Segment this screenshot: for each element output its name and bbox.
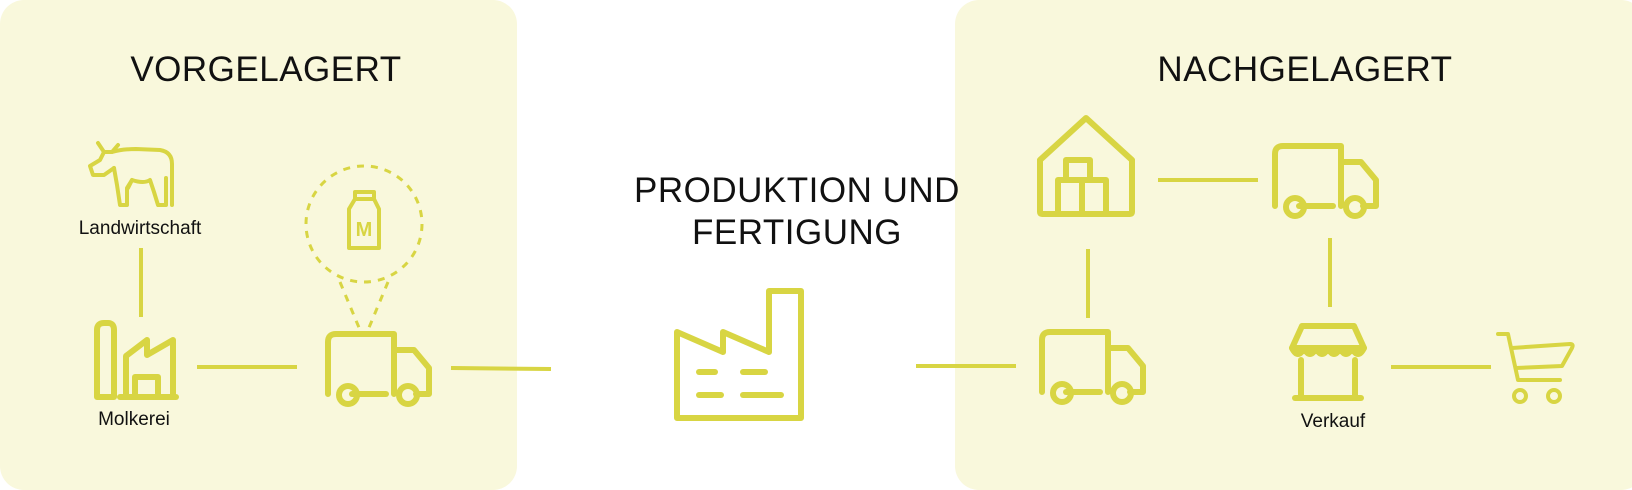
delivery-truck-icon [325,331,432,407]
factory-icon [674,288,804,421]
warehouse-icon [1037,115,1135,217]
heading-production-line1: PRODUKTION UND [634,171,960,210]
heading-production-line2: FERTIGUNG [692,213,902,252]
cow-icon [88,141,174,207]
connector-truck-production [450,365,552,372]
milk-can-icon: M [304,164,424,331]
dairy-factory-icon [94,320,179,400]
upstream-panel [0,0,517,490]
shopping-cart-icon [1496,332,1575,404]
label-dairy: Molkerei [98,409,170,430]
label-sale: Verkauf [1300,411,1366,432]
downstream-panel [955,0,1632,490]
market-stall-icon [1289,323,1367,401]
heading-production: PRODUKTION UND FERTIGUNG [634,170,960,254]
milk-can-letter: M [356,219,373,241]
label-farm: Landwirtschaft [78,218,202,239]
delivery-truck-icon-top [1272,143,1379,219]
heading-upstream: VORGELAGERT [130,50,402,89]
heading-downstream: NACHGELAGERT [1157,50,1453,89]
delivery-truck-icon-bottom [1039,329,1146,405]
